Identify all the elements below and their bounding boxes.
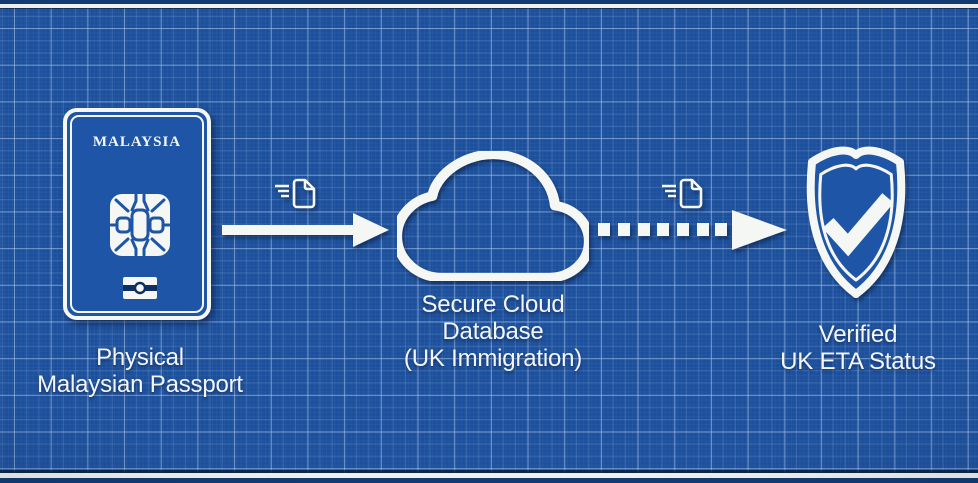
passport-label-line1: Physical <box>96 344 184 371</box>
checkmark-icon <box>822 193 894 257</box>
cloud-icon <box>397 151 589 281</box>
shield-label-line2: UK ETA Status <box>780 348 936 375</box>
bottom-edge-strip <box>0 478 978 483</box>
passport-inner-border <box>70 115 204 313</box>
passport-icon: MALAYSIA <box>63 108 211 320</box>
solid-arrow <box>222 213 389 247</box>
shield-check-icon <box>806 146 906 298</box>
document-send-icon <box>275 178 316 209</box>
dashed-arrow <box>598 210 787 250</box>
bottom-border-line <box>0 473 978 478</box>
top-edge-strip <box>0 0 978 4</box>
cloud-label-line3: (UK Immigration) <box>403 345 583 372</box>
epassport-biometric-icon <box>123 277 157 299</box>
document-send-icon <box>662 178 703 209</box>
passport-label-line2: Malaysian Passport <box>37 371 243 398</box>
shield-label: Verified UK ETA Status <box>733 321 978 375</box>
chip-icon <box>109 193 171 257</box>
bottom-border-shadow <box>0 470 978 473</box>
passport-country-text: MALAYSIA <box>92 134 182 150</box>
cloud-label: Secure Cloud Database (UK Immigration) <box>368 291 618 372</box>
cloud-label-line2: Database <box>442 318 544 345</box>
passport-label: Physical Malaysian Passport <box>20 344 260 398</box>
cloud-label-line1: Secure Cloud <box>421 291 565 318</box>
shield-label-line1: Verified <box>818 321 898 348</box>
top-border-line <box>0 4 978 8</box>
